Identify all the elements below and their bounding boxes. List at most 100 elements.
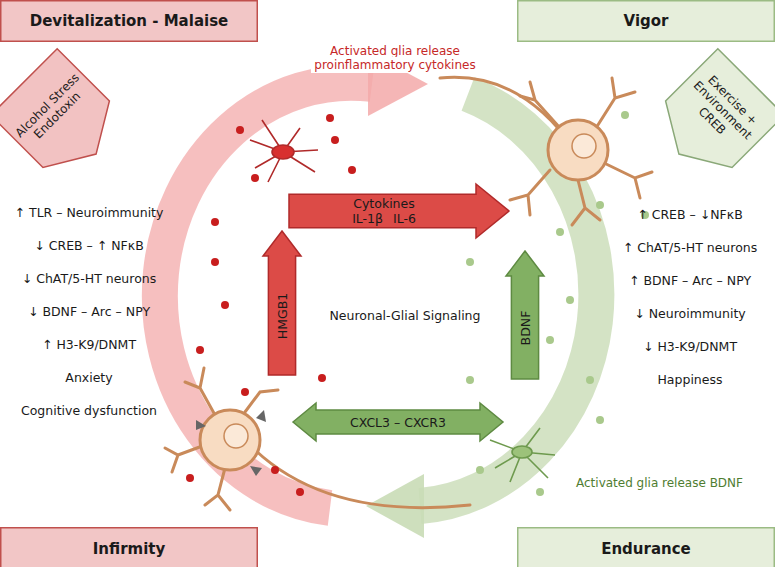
malaise-effect: ↑ H3-K9/DNMT [4,337,174,352]
bdnf-dot [596,201,604,209]
cytokine-dot [348,166,356,174]
cycle-arrows [160,52,597,538]
bdnf-dot [536,488,544,496]
bottom-neuron [165,368,470,510]
dendrite [205,468,230,510]
vigor-effect: ↓ Neuroimmunity [608,306,772,321]
node-text: Endurance [601,540,691,558]
cytokine-dot [326,114,334,122]
synapse-marker [250,466,262,476]
insult-arrow: Alcohol Stress Endotoxin [0,47,131,188]
dendrite [185,368,215,415]
cytokine-dot [241,388,249,396]
vigor-band-shape [518,1,775,42]
node-text-holder: Vigor [517,0,775,42]
enrichment-arrow: Exercise + Environment CREB [644,47,775,188]
dendrite [245,390,278,412]
node-text: Devitalization - Malaise [30,12,229,30]
cytokine-dot [221,301,229,309]
node-text-holder: CXCL3 – CXCR3 [316,402,480,442]
glia-branch [250,120,318,182]
nucleus [572,134,596,158]
node-text-holder: BDNF [505,276,545,380]
node-text: Vigor [624,12,669,30]
dendrite [596,78,635,128]
node-text-holder: HMGB1 [262,256,302,376]
bdnf-dot [476,466,484,474]
infirmity-band: Infirmity [0,527,258,567]
bdnf-dot [621,111,629,119]
dendrite [520,82,560,128]
dendrite [572,180,600,225]
red-microglia [250,120,318,182]
cytokine-dot [211,218,219,226]
bdnf-dot [466,258,474,266]
node-text: Infirmity [93,540,166,558]
soma [200,410,260,470]
enrichment-arrow-shape [646,49,775,188]
malaise-effect: ↓ ChAT/5-HT neurons [4,271,174,286]
bdnf-dot [596,416,604,424]
cytokine-dot [251,174,259,182]
malaise-effect: ↓ CREB – ↑ NFκB [4,238,174,253]
endurance-band-shape [518,528,775,567]
cytokine-dot [296,488,304,496]
node-text: CXCL3 – CXCR3 [350,415,446,430]
bdnf-dot [586,376,594,384]
vigor-band: Vigor [517,0,775,42]
malaise-effect: ↓ BDNF – Arc – NPY [4,304,174,319]
vigor-effect: Happiness [608,372,772,387]
malaise-effect: ↑ TLR – Neuroimmunity [4,205,174,220]
malaise-effect: Cognitive dysfunction [4,403,174,418]
cytokine-dot [331,136,339,144]
node-text-holder: Endurance [517,527,775,567]
center-label: Neuronal-Glial Signaling [314,308,496,323]
axon [255,450,470,508]
cytokine-dot [236,126,244,134]
dendrite [510,170,550,215]
cytokine-dot [271,466,279,474]
cytokine-arrow: CytokinesIL-1β IL-6 [288,183,510,239]
cytokine-dot [211,258,219,266]
node-text: HMGB1 [275,293,290,339]
cytokine-dot [186,474,194,482]
chemokine-arrow-shape [293,403,503,441]
green-glia [490,428,555,482]
endurance-band: Endurance [517,527,775,567]
cytokine-dot [318,374,326,382]
released-molecules [186,111,649,496]
glia-note: Activated glia release BDNF [572,476,747,490]
vigor-effect: ↓ H3-K9/DNMT [608,339,772,354]
node-text-holder: Infirmity [0,527,258,567]
chemokine-arrow: CXCL3 – CXCR3 [292,402,504,442]
vigor-effect: ↑ ChAT/5-HT neurons [608,240,772,255]
hmgb1-arrow: HMGB1 [262,230,302,376]
node-text: IL-1β IL-6 [352,211,416,226]
node-text-holder: Devitalization - Malaise [0,0,258,42]
dendrite [165,445,205,472]
synapse-marker [256,410,266,422]
node-text: BDNF [518,311,533,346]
bdnf-dot [546,336,554,344]
insult-arrow-shape [0,49,129,188]
nucleus [224,424,248,448]
bdnf-dot [466,376,474,384]
node-text-holder: CytokinesIL-1β IL-6 [292,183,476,239]
hmgb1-arrow-shape [263,231,301,375]
glia-body [512,446,532,458]
malaise-band: Devitalization - Malaise [0,0,258,42]
cytokine-dot [196,346,204,354]
malaise-effect: Anxiety [4,370,174,385]
vigor-effect: ↑ BDNF – Arc – NPY [608,273,772,288]
infirmity-band-shape [1,528,258,567]
glia-body [272,145,294,159]
vigor-effect: ↑ CREB – ↓NFκB [608,207,772,222]
glia-note: Activated glia release proinflammatory c… [300,44,490,73]
bdnf-arrow-shape [506,251,544,379]
soma [548,120,608,180]
dendrite [602,162,652,198]
label-patch: Activated glia release BDNF [573,475,746,491]
bdnf-dot [556,228,564,236]
malaise-band-shape [1,1,258,42]
